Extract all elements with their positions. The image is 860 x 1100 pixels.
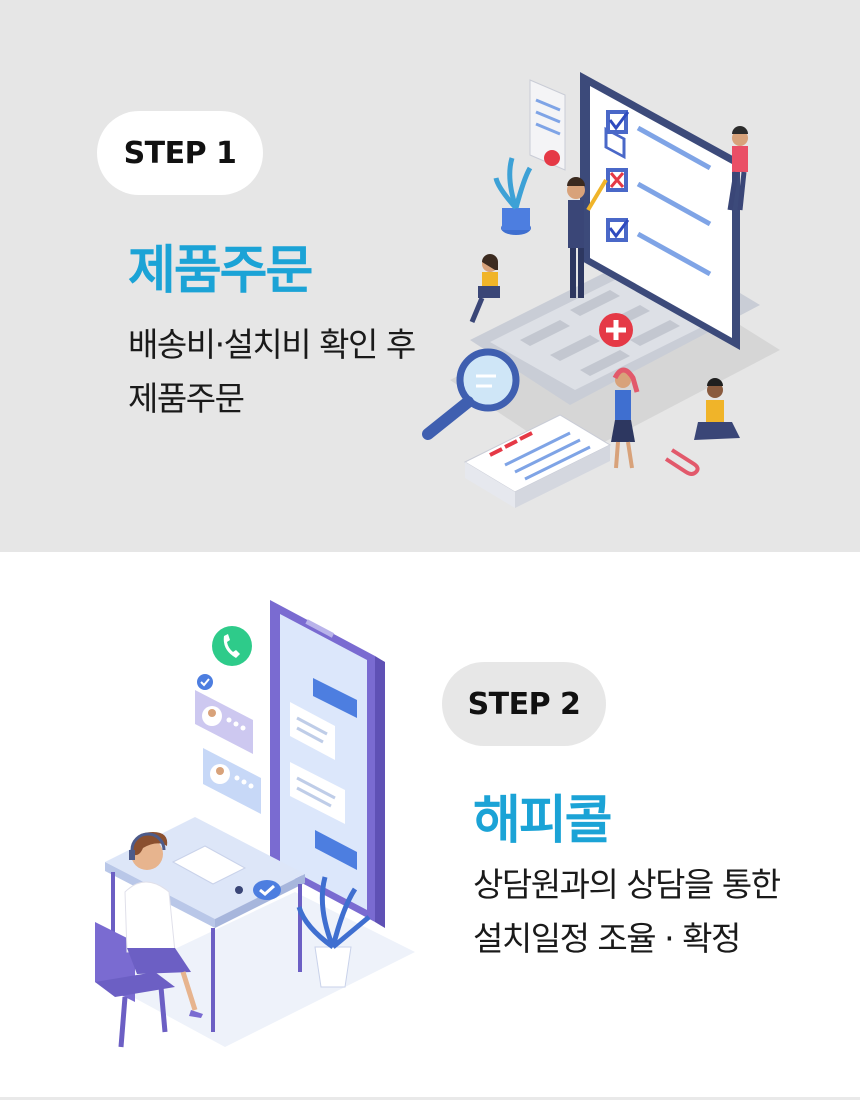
laptop-checklist-illustration <box>422 72 780 508</box>
step2-section: STEP 2 해피콜 상담원과의 상담을 통한 설치일정 조율 · 확정 <box>0 552 860 1100</box>
step2-title: 해피콜 <box>473 791 613 851</box>
step1-desc-line-2: 제품주문 <box>128 379 245 418</box>
bottom-divider <box>0 1097 860 1100</box>
call-center-phone-illustration <box>95 600 415 1048</box>
step2-description: 상담원과의 상담을 통한 설치일정 조율 · 확정 <box>473 858 781 966</box>
step1-desc-line-1: 배송비·설치비 확인 후 <box>128 325 416 364</box>
step1-title: 제품주문 <box>128 241 313 301</box>
step1-section: STEP 1 제품주문 배송비·설치비 확인 후 제품주문 <box>0 0 860 552</box>
step2-desc-line-2: 설치일정 조율 · 확정 <box>473 919 741 958</box>
step2-badge: STEP 2 <box>442 662 606 746</box>
step1-badge: STEP 1 <box>97 111 263 195</box>
step2-desc-line-1: 상담원과의 상담을 통한 <box>473 865 781 904</box>
step1-description: 배송비·설치비 확인 후 제품주문 <box>128 318 416 426</box>
